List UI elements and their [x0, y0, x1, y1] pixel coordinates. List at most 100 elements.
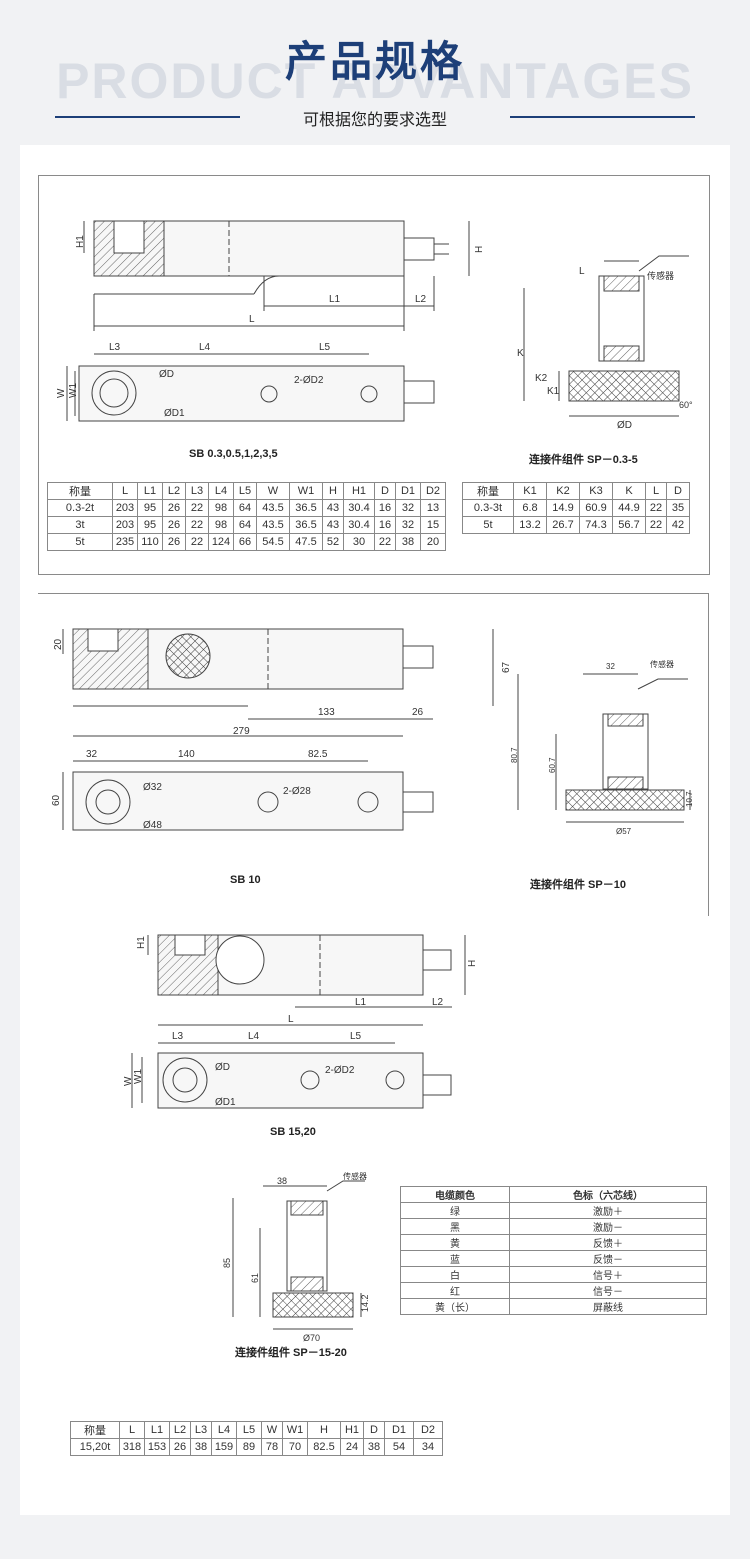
- table-cell: 26: [169, 1438, 191, 1456]
- kit15-dim-38: 38: [277, 1176, 287, 1186]
- dim-67: 67: [501, 661, 512, 673]
- table-row: 15,20t 318 153 26 38 159 89 78 70 82.5 2…: [70, 1438, 443, 1456]
- table-header-cell: W1: [282, 1421, 308, 1439]
- sb15-20-drawing: H1 H L1 L2 L L3 L4 L5 W W1 ØD ØD1 2-ØD2: [123, 934, 478, 1109]
- table-cell: 38: [395, 533, 421, 551]
- table-cell: 52: [322, 533, 344, 551]
- table-header-cell: L1: [144, 1421, 170, 1439]
- cable-color-table: 电缆颜色 色标（六芯线） 绿激励＋ 黑激励－ 黄反馈＋ 蓝反馈－ 白信号＋ 红信…: [400, 1186, 707, 1315]
- table-header-cell: K2: [546, 482, 580, 500]
- table-cell: 110: [137, 533, 163, 551]
- table-cell: 13: [420, 499, 446, 517]
- table-row: 白信号＋: [400, 1266, 707, 1283]
- table-header-cell: L: [112, 482, 138, 500]
- kit10-dim-d57: Ø57: [616, 827, 632, 836]
- table-header-row: 电缆颜色 色标（六芯线）: [400, 1186, 707, 1203]
- kit-dim-L: L: [579, 266, 585, 277]
- table-header-cell: H1: [343, 482, 375, 500]
- table-cell: 36.5: [289, 516, 323, 534]
- table-cell: 60.9: [579, 499, 613, 517]
- table-header-cell: W1: [289, 482, 323, 500]
- table-row: 红信号－: [400, 1282, 707, 1299]
- table-cell: 22: [185, 533, 209, 551]
- table-header-row: 称量 L L1 L2 L3 L4 L5 W W1 H H1 D D1 D2: [47, 482, 446, 500]
- caption-sb10: SB 10: [230, 874, 261, 886]
- table-header-cell: L3: [185, 482, 209, 500]
- table-cell: 14.9: [546, 499, 580, 517]
- table-header-cell: L1: [137, 482, 163, 500]
- kit15-dim-d70: Ø70: [303, 1333, 320, 1343]
- kit15-20-drawing: 38 传感器 85 61 14.2 Ø70: [222, 1171, 370, 1343]
- kit10-dim-32: 32: [606, 662, 615, 671]
- sb15-dim-L5: L5: [350, 1031, 362, 1042]
- dim-H1: H1: [75, 235, 86, 248]
- table-cell: 蓝: [400, 1250, 510, 1267]
- table-cell: 0.3-2t: [47, 499, 113, 517]
- table-header-cell: L2: [162, 482, 186, 500]
- table-cell: 95: [137, 499, 163, 517]
- table-header-row: 称量 K1 K2 K3 K L D: [462, 482, 690, 500]
- table-cell: 44.9: [612, 499, 646, 517]
- table-header-cell: L4: [208, 482, 234, 500]
- table-cell: 32: [395, 516, 421, 534]
- sb15-dim-L4: L4: [248, 1031, 260, 1042]
- table-cell: 54: [384, 1438, 414, 1456]
- table-cell: 64: [233, 499, 257, 517]
- table-header-cell: W: [261, 1421, 283, 1439]
- caption-sb-small: SB 0.3,0.5,1,2,3,5: [189, 448, 278, 460]
- table-header-cell: K3: [579, 482, 613, 500]
- panel-sb-small: H1 H L1 L2 L L3 L4 L5 W W1 ØD ØD1 2-ØD2 …: [38, 175, 710, 575]
- table-cell: 43.5: [256, 516, 290, 534]
- connector-side: [403, 237, 435, 261]
- table-header-cell: 电缆颜色: [400, 1186, 510, 1203]
- dim-L4: L4: [199, 342, 211, 353]
- table-row: 3t 203 95 26 22 98 64 43.5 36.5 43 30.4 …: [47, 516, 446, 534]
- table-header-cell: D1: [395, 482, 421, 500]
- kit-dim-angle: 60°: [679, 400, 693, 410]
- table-cell: 34: [413, 1438, 443, 1456]
- dim-60: 60: [51, 794, 62, 806]
- page-header: PRODUCT ADVANTAGES 产品规格 可根据您的要求选型: [0, 0, 750, 140]
- table-cell: 82.5: [307, 1438, 341, 1456]
- dim-2-d28: 2-Ø28: [283, 786, 311, 797]
- kit-sp15-20: 38 传感器 85 61 14.2 Ø70 连接件组件 SP－15-20: [215, 1171, 385, 1373]
- mount-hole-large: [91, 370, 137, 416]
- kit10-dim-60-7: 60.7: [548, 757, 557, 773]
- table-header-cell: 称量: [70, 1421, 120, 1439]
- table-cell: 15: [420, 516, 446, 534]
- kit10-dim-10-7: 10.7: [685, 791, 694, 807]
- table-cell: 3t: [47, 516, 113, 534]
- kit-dim-K1: K1: [547, 386, 560, 397]
- table-cell: 35: [666, 499, 690, 517]
- dim-L5: L5: [319, 342, 331, 353]
- table-header-cell: K: [612, 482, 646, 500]
- dim-L3: L3: [109, 342, 121, 353]
- sb-small-drawing: H1 H L1 L2 L L3 L4 L5 W W1 ØD ØD1 2-ØD2 …: [56, 220, 693, 431]
- sb15-dim-W1: W1: [133, 1069, 144, 1084]
- caption-sb15-20: SB 15,20: [270, 1126, 316, 1138]
- table-cell: 30.4: [343, 499, 375, 517]
- table-row: 黑激励－: [400, 1218, 707, 1235]
- table-cell: 30.4: [343, 516, 375, 534]
- table-cell: 98: [208, 499, 234, 517]
- table-header-cell: K1: [513, 482, 547, 500]
- table-cell: 70: [282, 1438, 308, 1456]
- table-header-cell: D: [666, 482, 690, 500]
- table-cell: 95: [137, 516, 163, 534]
- kit15-dim-14-2: 14.2: [360, 1294, 370, 1312]
- title-rule-right: [510, 116, 695, 118]
- kit15-body: [286, 1200, 328, 1292]
- kit-sensor-label: 传感器: [647, 270, 674, 281]
- dim-26: 26: [412, 707, 424, 718]
- sb15-dim-L3: L3: [172, 1031, 184, 1042]
- page-subtitle: 可根据您的要求选型: [302, 110, 447, 129]
- dim-140: 140: [178, 749, 195, 760]
- sb15-dim-W: W: [123, 1076, 134, 1086]
- table-cell: 红: [400, 1282, 510, 1299]
- table-row: 黄（长）屏蔽线: [400, 1298, 707, 1315]
- spec-sheet: H1 H L1 L2 L L3 L4 L5 W W1 ØD ØD1 2-ØD2 …: [20, 145, 730, 1515]
- table-cell: 78: [261, 1438, 283, 1456]
- table-cell: 黑: [400, 1218, 510, 1235]
- table-cell: 22: [645, 516, 667, 534]
- sb15-dim-L1: L1: [355, 997, 367, 1008]
